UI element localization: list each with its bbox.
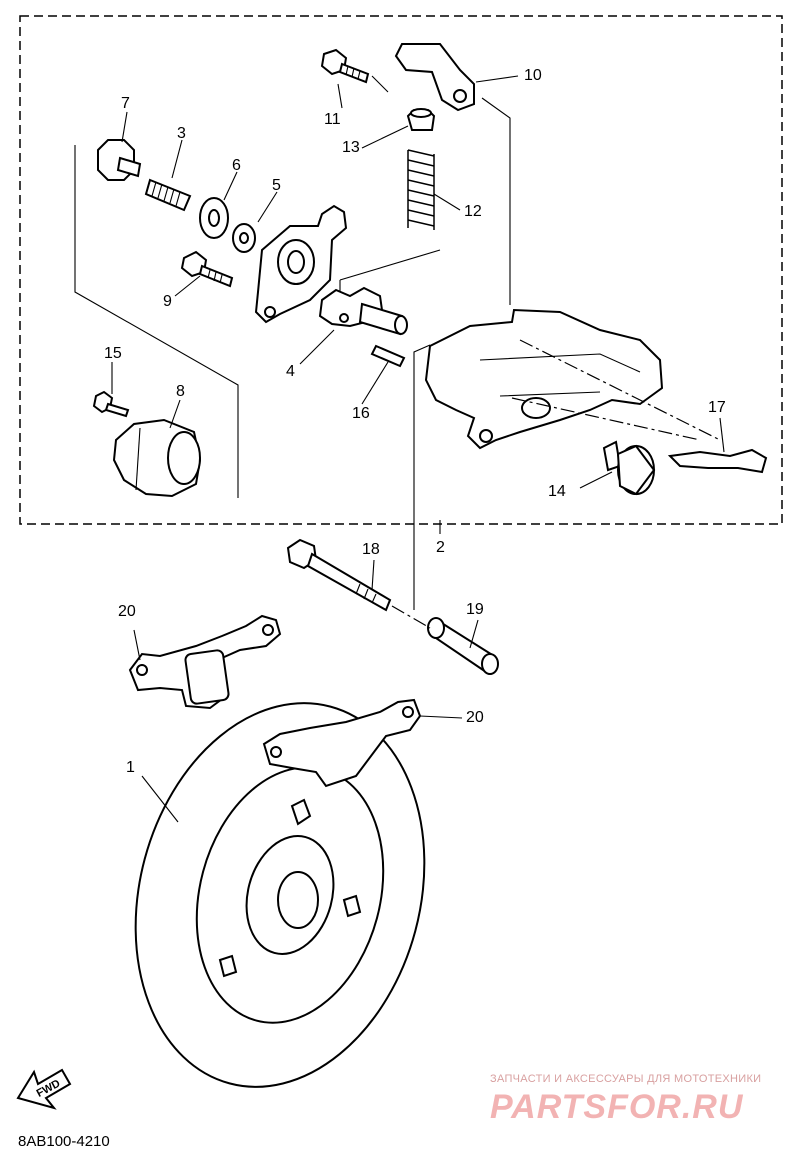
callout-7: 7 — [121, 95, 130, 112]
callout-11: 11 — [324, 111, 341, 128]
piston-axis-line — [511, 397, 701, 441]
part-11-bolt — [320, 48, 370, 84]
callout-10: 10 — [524, 67, 542, 84]
part-18-bolt — [286, 538, 392, 612]
part-1-disc-rotor — [134, 702, 426, 1088]
callout-6: 6 — [232, 157, 241, 174]
part-13-bleeder — [406, 108, 436, 131]
callout-3: 3 — [177, 125, 186, 142]
callout-13: 13 — [342, 139, 360, 156]
callout-20-lower: 20 — [466, 709, 484, 726]
caliper-assembly-boundary — [19, 15, 783, 525]
callout-16: 16 — [352, 405, 370, 422]
part-8-boot — [112, 418, 202, 498]
part-4-lever — [318, 286, 408, 336]
part-6-washer — [199, 197, 229, 239]
callout-4: 4 — [286, 363, 295, 380]
sleeve-axis-line — [391, 605, 431, 629]
watermark-tagline: ЗАПЧАСТИ И АКСЕССУАРЫ ДЛЯ МОТОТЕХНИКИ — [490, 1073, 761, 1085]
callout-8: 8 — [176, 383, 185, 400]
part-15-bolt — [92, 390, 130, 418]
callout-2: 2 — [436, 539, 445, 556]
fwd-arrow: FWD — [16, 1068, 72, 1110]
callout-17: 17 — [708, 399, 726, 416]
part-17-clip — [667, 448, 768, 474]
part-5-washer — [232, 223, 256, 253]
part-19-sleeve — [427, 617, 499, 675]
caliper-half — [254, 204, 348, 324]
callout-15: 15 — [104, 345, 122, 362]
group-bracket-left — [74, 145, 239, 498]
callout-19: 19 — [466, 601, 484, 618]
part-3-spring — [144, 178, 192, 212]
callout-14: 14 — [548, 483, 566, 500]
leader-lines — [111, 75, 725, 823]
part-12-spring — [407, 149, 435, 230]
callout-1: 1 — [126, 759, 135, 776]
group-bracket-lower — [413, 344, 431, 610]
part-14-piston — [602, 440, 656, 496]
part-9-bolt — [180, 250, 234, 288]
callout-9: 9 — [163, 293, 172, 310]
part-10-bracket — [394, 43, 475, 112]
part-7-cap — [97, 139, 142, 181]
callout-labels: 7 3 6 5 9 4 15 8 11 13 12 10 16 14 17 2 … — [104, 67, 726, 776]
watermark-brand: PARTSFOR.RU — [490, 1088, 744, 1126]
callout-18: 18 — [362, 541, 380, 558]
callout-12: 12 — [464, 203, 482, 220]
part-20-pad-lower — [262, 698, 422, 788]
caliper-axis-line — [519, 339, 721, 441]
callout-20-upper: 20 — [118, 603, 136, 620]
group-bracket-bolt11 — [371, 75, 389, 93]
part-16-pin — [370, 344, 406, 368]
callout-5: 5 — [272, 177, 281, 194]
caliper-body — [424, 308, 664, 450]
watermark: ЗАПЧАСТИ И АКСЕССУАРЫ ДЛЯ МОТОТЕХНИКИ PA… — [490, 1073, 761, 1126]
part-20-pad-upper — [128, 614, 282, 710]
group-bracket-right — [481, 97, 511, 305]
diagram-code: 8AB100-4210 — [18, 1133, 110, 1150]
